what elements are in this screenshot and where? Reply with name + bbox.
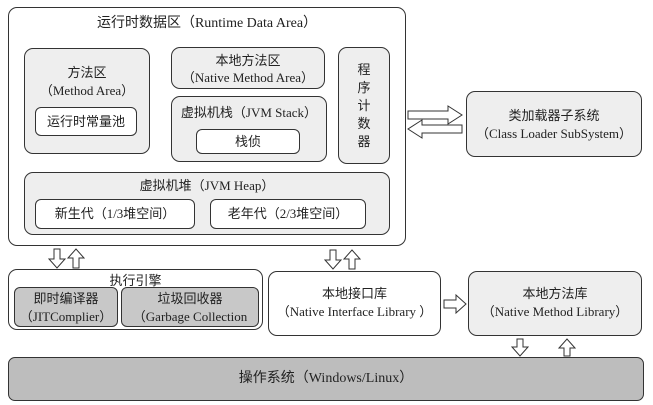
method-area-subtitle: （Method Area） [39,83,135,98]
native-interface-subtitle: （Native Interface Library ） [276,304,433,319]
pc-char: 序 [357,79,371,95]
pc-char: 计 [357,97,371,113]
jvm-heap-title: 虚拟机堆（JVM Heap） [139,178,275,193]
execution-engine-title: 执行引擎 [109,273,162,288]
garbage-collector: 垃圾回收器 （Garbage Collection [121,287,259,327]
arrow-down-icon [510,338,530,357]
arrow-up-icon [342,249,362,270]
garbage-collector-title: 垃圾回收器 [157,291,223,306]
pc-char: 程 [357,61,371,77]
jvm-stack: 虚拟机栈（JVM Stack） 栈侦 [171,96,327,162]
runtime-data-area-title: 运行时数据区（Runtime Data Area） [96,16,318,31]
native-interface-title: 本地接口库 [321,286,387,301]
native-method-library-subtitle: （Native Method Library） [481,304,629,319]
method-area-title: 方法区 [67,65,107,80]
native-method-library: 本地方法库 （Native Method Library） [468,271,642,336]
native-method-area: 本地方法区 （Native Method Area） [171,47,325,89]
jvm-heap: 虚拟机堆（JVM Heap） 新生代（1/3堆空间） 老年代（2/3堆空间） [24,172,390,235]
arrow-up-icon [66,248,86,269]
jvm-stack-title: 虚拟机栈（JVM Stack） [180,105,318,120]
pc-char: 器 [357,133,371,149]
young-generation-label: 新生代（1/3堆空间） [54,206,176,221]
stack-frame-label: 栈侦 [234,133,261,149]
jit-compiler: 即时编译器 （JITComplier） [14,287,118,327]
jit-compiler-subtitle: （JITComplier） [19,309,113,324]
operating-system: 操作系统（Windows/Linux） [8,357,644,401]
garbage-collector-subtitle: （Garbage Collection [132,309,248,324]
native-method-library-title: 本地方法库 [522,286,588,301]
arrow-down-icon [323,249,343,270]
native-interface-library: 本地接口库 （Native Interface Library ） [268,271,441,336]
young-generation: 新生代（1/3堆空间） [35,199,195,229]
old-generation: 老年代（2/3堆空间） [210,199,366,229]
runtime-constant-pool-label: 运行时常量池 [46,113,125,129]
runtime-constant-pool: 运行时常量池 [35,107,137,136]
class-loader-title: 类加载器子系统 [508,108,600,123]
arrow-right-icon [407,105,463,125]
pc-char: 数 [357,115,371,131]
program-counter: 程 序 计 数 器 [338,47,390,164]
stack-frame: 栈侦 [196,129,300,154]
arrow-up-icon [557,338,577,357]
old-generation-label: 老年代（2/3堆空间） [227,206,349,221]
class-loader-subtitle: （Class Loader SubSystem） [476,126,632,141]
method-area: 方法区 （Method Area） 运行时常量池 [24,48,150,154]
arrow-right-icon [443,293,467,315]
arrow-down-icon [47,248,67,269]
native-method-area-subtitle: （Native Method Area） [181,70,315,85]
class-loader-subsystem: 类加载器子系统 （Class Loader SubSystem） [466,91,642,157]
arrow-left-icon [407,119,463,139]
jit-compiler-title: 即时编译器 [33,291,99,306]
operating-system-label: 操作系统（Windows/Linux） [238,371,414,386]
native-method-area-title: 本地方法区 [215,53,281,68]
